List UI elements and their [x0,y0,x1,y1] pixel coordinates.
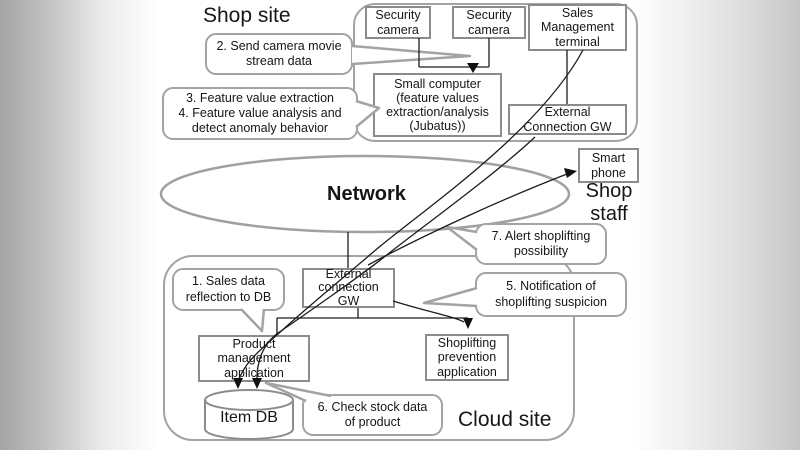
callout-1-sales-data: 1. Sales data reflection to DB [172,268,285,311]
callout-5-notification: 5. Notification of shoplifting suspicion [475,272,627,317]
shop-staff-label: Shop staff [585,180,633,225]
callout-6-check-stock: 6. Check stock data of product [302,394,443,436]
cloud-site-title: Cloud site [458,408,552,431]
node-security-camera-1: Security camera [365,6,431,39]
node-smart-phone: Smart phone [578,148,639,183]
network-label: Network [327,183,406,205]
node-security-camera-2: Security camera [452,6,526,39]
node-shoplifting-prevention-application: Shoplifting prevention application [425,334,509,381]
node-item-db-label: Item DB [220,409,278,426]
node-external-connection-gw-shop: External Connection GW [508,104,627,135]
callout-3-4-feature-value: 3. Feature value extraction 4. Feature v… [162,87,358,140]
shop-site-title: Shop site [203,4,291,27]
callout-7-tail [445,225,478,251]
arrowhead-into-smartphone [564,168,577,178]
callout-2-send-camera-movie: 2. Send camera movie stream data [205,33,353,75]
node-external-connection-gw-cloud: External connection GW [302,268,395,308]
node-sales-management-terminal: Sales Management terminal [528,4,627,51]
node-small-computer: Small computer (feature values extractio… [373,73,502,137]
callout-7-alert-shoplifting: 7. Alert shoplifting possibility [475,223,607,265]
node-product-management-application: Product management application [198,335,310,382]
